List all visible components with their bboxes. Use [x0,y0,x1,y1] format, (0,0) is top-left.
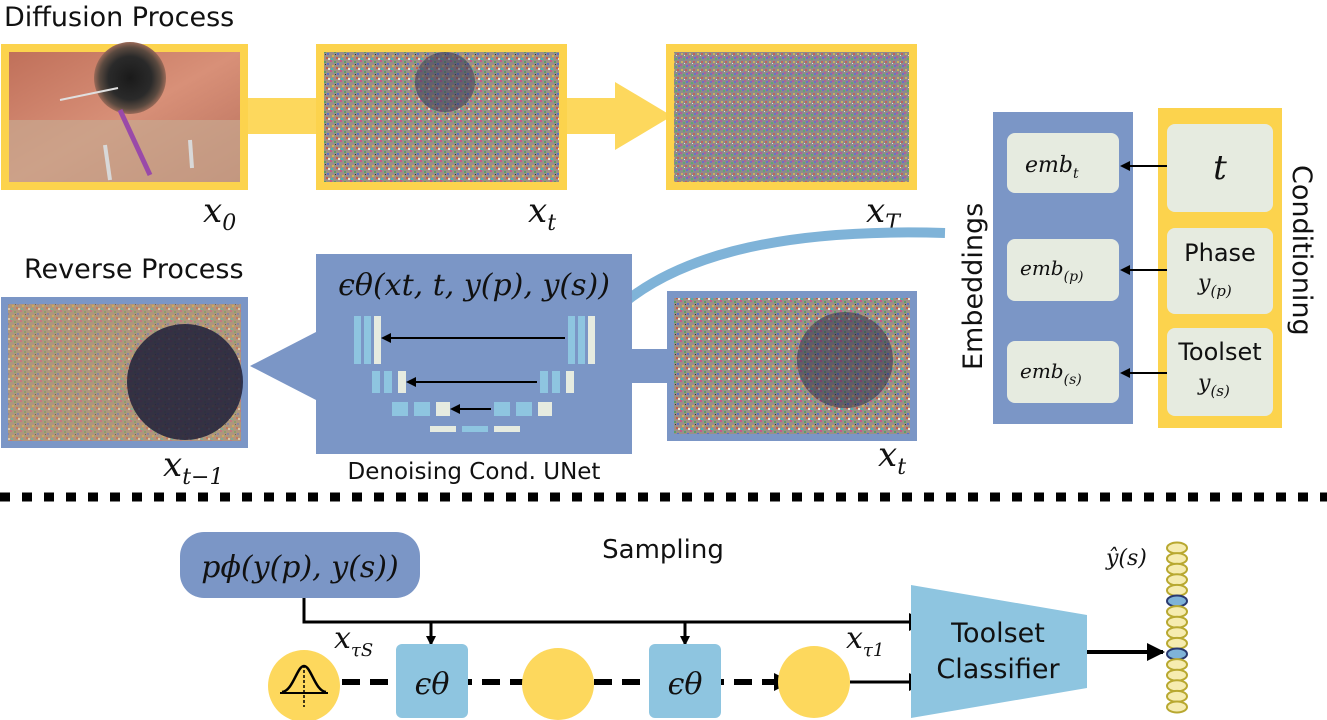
unet-diagram [354,316,595,432]
label-x-tauS: xτS [334,621,373,661]
eps-theta-label-1: ϵθ [415,667,450,702]
label-xt-reverse: xt [878,435,906,480]
reverse-process-title: Reverse Process [24,254,244,285]
label-x-tau1: xτ1 [846,621,884,661]
prior-formula: pϕ(y(p), y(s)) [201,550,398,585]
output-vector-cell [1166,605,1188,619]
output-vector-cell [1166,647,1188,661]
toolset-classifier [911,585,1087,718]
output-vector-cell [1166,615,1188,629]
output-vector-cell [1166,562,1188,576]
cond-toolset-box [1167,328,1273,416]
output-vector-cell [1166,636,1188,650]
emb-t-box [1007,133,1119,193]
image-x0 [1,42,248,190]
emb-p-label: emb(p) [1020,256,1084,285]
classifier-label-line2: Classifier [936,654,1060,685]
output-vector [1166,541,1188,714]
intermediate-sample-node [522,648,594,720]
diffusion-process-title: Diffusion Process [4,2,234,33]
eps-theta-label-2: ϵθ [668,667,703,702]
output-vector-cell [1166,583,1188,597]
sampling-title: Sampling [602,535,724,565]
yhat-label: ŷ(s) [1105,546,1147,571]
cond-toolset-var: y(s) [1197,371,1230,400]
label-x0: x0 [203,191,236,236]
label-xt-minus-1: xt−1 [163,445,223,490]
emb-s-label: emb(s) [1020,359,1082,388]
output-vector-cell [1166,626,1188,640]
classifier-label-line1: Toolset [950,618,1045,649]
final-sample-node [778,646,850,718]
output-vector-cell [1166,679,1188,693]
reverse-arrow-tail [630,349,670,383]
cond-t-box [1167,124,1273,212]
emb-s-box [1007,341,1119,403]
forward-arrow-1 [245,98,325,134]
image-xt-minus-1 [1,297,248,448]
emb-t-label: embt [1025,153,1079,182]
output-vector-cell [1166,668,1188,682]
output-vector-cell [1166,700,1188,714]
unet-label: Denoising Cond. UNet [348,459,601,485]
unet-formula: ϵθ(xt, t, y(p), y(s)) [338,268,610,303]
output-vector-cell [1166,658,1188,672]
label-xt-forward: xt [528,191,556,236]
image-xt-forward [316,44,567,190]
output-vector-cell [1166,689,1188,703]
eps-theta-node-1 [396,644,468,718]
output-vector-cell [1166,552,1188,566]
prior-box [180,532,420,598]
cond-phase-box [1167,228,1273,314]
prior-to-classifier-line [302,598,927,631]
cond-toolset-name: Toolset [1177,338,1261,366]
output-vector-cell [1166,541,1188,555]
image-xt-reverse [667,291,917,441]
emb-p-box [1007,239,1119,301]
cond-phase-var: y(p) [1197,271,1232,300]
reverse-arrow-head [250,332,316,400]
image-xT [666,44,917,190]
gaussian-icon [280,664,328,707]
output-vector-cell [1166,594,1188,608]
forward-arrow-2 [560,82,672,150]
embeddings-title: Embeddings [958,203,989,370]
eps-theta-node-2 [649,644,721,718]
output-vector-cell [1166,573,1188,587]
cond-phase-name: Phase [1184,239,1256,267]
conditioning-title: Conditioning [1286,165,1317,336]
cond-t-var: t [1213,148,1227,188]
